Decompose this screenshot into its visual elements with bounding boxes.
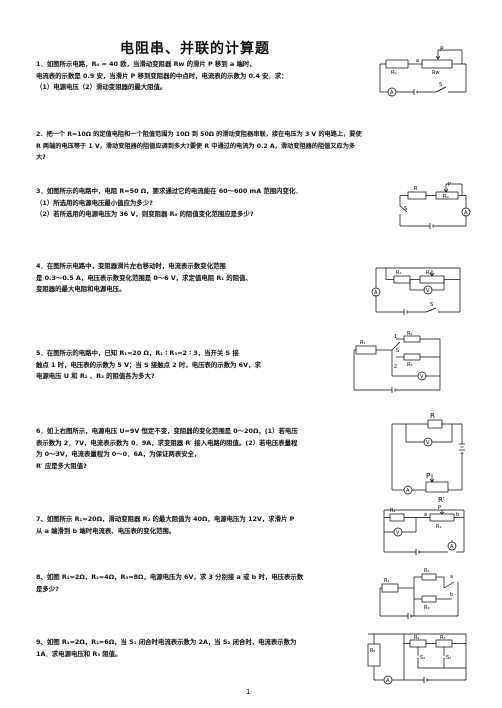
circuit-figure-8: R₁ R₂ a b R₃ bbox=[378, 566, 462, 626]
fig-label: A bbox=[390, 90, 394, 96]
question-8: 8、如图 R₁=2Ω，R₂=4Ω，R₃=8Ω，电源电压为 6V，求 3 分别接 … bbox=[36, 572, 303, 595]
page-title: 电阻串、并联的计算题 bbox=[120, 41, 270, 57]
circuit-figure-3: P R R₀ S A bbox=[396, 180, 472, 232]
fig-label: R₃ bbox=[424, 605, 429, 611]
fig-label: S bbox=[404, 206, 407, 212]
fig-label: P bbox=[448, 182, 451, 188]
circuit-figure-1: P R₀ a Rw A S bbox=[378, 44, 470, 102]
question-7: 7、如图所示 R₁=20Ω，滑动变阻器 R₂ 的最大阻值为 40Ω，电源电压为 … bbox=[36, 514, 294, 537]
question-line: （2）若所选用的电源电压为 36 V，则变阻器 R₀ 的阻值变化范围应是多少? bbox=[36, 210, 254, 218]
fig-label: R bbox=[430, 412, 435, 420]
question-5: 5．在图所示的电路中，已知 R₁=20 Ω，R₁ ∶ R₃=2 ∶ 3，当开关 … bbox=[36, 348, 261, 383]
fig-label: S₂ bbox=[446, 655, 451, 661]
question-line: 为 0～3V，电流表量程为 0～0．6A，为保证两表安全， bbox=[36, 450, 201, 458]
question-line: 变阻器的最大电阻和电源电压。 bbox=[36, 285, 126, 293]
question-line: 4．在图所示电路中，变阻器滑片左右移动时，电流表示数变化范围 bbox=[36, 262, 226, 270]
fig-label: R₂ bbox=[436, 524, 441, 530]
question-line: 9、如图 R₁=2Ω，R₂=6Ω，当 S₁ 闭合时电流表示数为 2A，当 S₂ … bbox=[36, 638, 297, 646]
circuit-figure-6: R V P A R′ bbox=[386, 408, 476, 504]
fig-label: S bbox=[396, 348, 399, 354]
question-6: 6．如上右图所示，电源电压 U=9V 恒定不变，变阻器的变化范围是 0～20Ω，… bbox=[36, 426, 298, 472]
question-line: R′ 应是多大阻值? bbox=[36, 461, 87, 470]
fig-label: V bbox=[426, 440, 430, 446]
fig-label: R₂ bbox=[424, 568, 429, 574]
question-line: 是多少? bbox=[36, 584, 59, 593]
fig-label: P bbox=[426, 472, 430, 480]
question-line: 3．如图所示的电路中，电阻 R=50 Ω，要求通过它的电流能在 60～600 m… bbox=[36, 187, 302, 195]
question-line: 是 0.3～0.5 A，电压表示数变化范围是 0～6 V，求定值电阻 R₁ 的阻… bbox=[36, 273, 252, 282]
fig-label: R₀ bbox=[443, 194, 448, 200]
question-line: 表示数为 2．7V，电流表示数为 0．9A，求变阻器 R′ 接入电路的阻值。(2… bbox=[36, 438, 298, 447]
fig-label: R₁ bbox=[396, 270, 401, 276]
fig-label: V bbox=[396, 530, 400, 536]
question-line: R 两端的电压等于 1 V，滑动变阻器的阻值应调到多大?要使 R 中通过的电流为… bbox=[36, 142, 356, 150]
question-line: 1．如图所示电路，R₀ = 40 欧，当滑动变阻器 Rw 的滑片 P 移到 a … bbox=[36, 60, 256, 68]
fig-label: R₁ bbox=[390, 508, 395, 514]
question-line: （1）所选用的电源电压最小值应为多少? bbox=[36, 198, 153, 207]
fig-label: S bbox=[430, 302, 433, 308]
fig-label: R₁ bbox=[360, 340, 365, 346]
question-line: 电流表的示数是 0.9 安，当滑片 P 移到变阻器的中点时，电流表的示数为 0.… bbox=[36, 71, 288, 80]
fig-label: V bbox=[426, 288, 430, 294]
fig-label: Rw bbox=[432, 70, 440, 76]
question-3: 3．如图所示的电路中，电阻 R=50 Ω，要求通过它的电流能在 60～600 m… bbox=[36, 186, 302, 221]
fig-label: R₁ bbox=[370, 648, 375, 654]
fig-label: P bbox=[438, 505, 441, 511]
fig-label: a bbox=[416, 58, 419, 64]
question-line: 5．在图所示的电路中，已知 R₁=20 Ω，R₁ ∶ R₃=2 ∶ 3，当开关 … bbox=[36, 349, 239, 357]
question-line: 7、如图所示 R₁=20Ω，滑动变阻器 R₂ 的最大阻值为 40Ω，电源电压为 … bbox=[36, 515, 295, 523]
fig-label: 1 bbox=[394, 334, 397, 340]
question-line: 8、如图 R₁=2Ω，R₂=4Ω，R₃=8Ω，电源电压为 6V，求 3 分别接 … bbox=[36, 573, 304, 581]
question-9: 9、如图 R₁=2Ω，R₂=6Ω，当 S₁ 闭合时电流表示数为 2A，当 S₂ … bbox=[36, 637, 296, 660]
fig-label: R₀ bbox=[391, 70, 396, 76]
circuit-figure-4: R₁ R₂ V A S bbox=[368, 260, 466, 320]
question-line: 6．如上右图所示，电源电压 U=9V 恒定不变，变阻器的变化范围是 0～20Ω，… bbox=[36, 427, 298, 435]
question-line: 从 a 端滑到 b 端时电流表、电压表的变化范围。 bbox=[36, 526, 176, 535]
fig-label: V bbox=[420, 374, 424, 380]
circuit-figure-7: R₁ a P b R₂ V A bbox=[380, 502, 470, 560]
circuit-figure-5: 1 R₂ R₁ S R₃ 2 V bbox=[352, 330, 450, 402]
fig-label: R₂ bbox=[414, 635, 419, 641]
fig-label: R₂ bbox=[426, 270, 431, 276]
circuit-figure-9: R₁ R₂ R₃ S₁ S₂ A bbox=[364, 628, 474, 688]
question-2: 2．把一个 R=10Ω 的定值电阻和一个阻值范围为 10Ω 到 50Ω 的滑动变… bbox=[36, 129, 362, 164]
fig-label: A bbox=[406, 488, 410, 494]
page-number: 1 bbox=[246, 688, 251, 696]
fig-label: R₁ bbox=[384, 578, 389, 584]
fig-label: 2 bbox=[394, 364, 397, 370]
fig-label: a bbox=[450, 574, 453, 580]
fig-label: S bbox=[439, 82, 442, 88]
fig-label: b bbox=[450, 592, 453, 598]
question-line: 1A．求电源电压和 R₃ 阻值。 bbox=[36, 649, 122, 658]
fig-label: a bbox=[424, 512, 427, 518]
fig-label: R₃ bbox=[407, 362, 412, 368]
question-line: （1）电源电压（2）滑动变阻器的最大阻值。 bbox=[36, 83, 167, 91]
fig-label: A bbox=[386, 678, 390, 684]
question-line: 触点 1 时，电压表的示数为 5 V；当 S 接触点 2 时，电压表的示数为 6… bbox=[36, 360, 261, 369]
fig-label: R′ bbox=[438, 496, 445, 504]
question-4: 4．在图所示电路中，变阻器滑片左右移动时，电流表示数变化范围 是 0.3～0.5… bbox=[36, 261, 252, 296]
fig-label: R₃ bbox=[440, 635, 445, 641]
fig-label: R₂ bbox=[407, 331, 412, 337]
fig-label: A bbox=[450, 544, 454, 550]
fig-label: A bbox=[374, 290, 378, 296]
fig-label: R bbox=[414, 186, 418, 192]
question-line: 2．把一个 R=10Ω 的定值电阻和一个阻值范围为 10Ω 到 50Ω 的滑动变… bbox=[36, 131, 362, 138]
fig-label: b bbox=[456, 512, 459, 518]
question-1: 1．如图所示电路，R₀ = 40 欧，当滑动变阻器 Rw 的滑片 P 移到 a … bbox=[36, 59, 288, 94]
question-line: 大? bbox=[36, 154, 46, 161]
question-line: 电源电压 U 和 R₂ 、R₃ 的阻值各为多大? bbox=[36, 372, 155, 380]
fig-label: A bbox=[464, 210, 468, 216]
fig-label: P bbox=[440, 46, 444, 53]
fig-label: S₁ bbox=[420, 655, 425, 661]
